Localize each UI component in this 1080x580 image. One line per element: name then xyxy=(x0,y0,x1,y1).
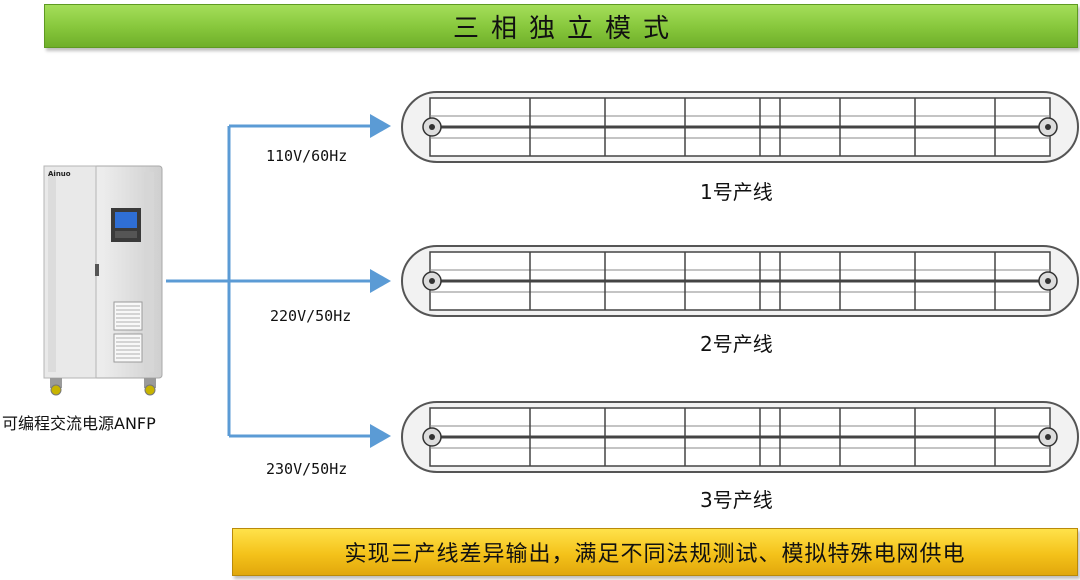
production-line-label-2: 2号产线 xyxy=(700,332,773,356)
conveyor-line-3-image xyxy=(401,401,1079,473)
power-supply-label: 可编程交流电源ANFP xyxy=(2,414,156,433)
power-cabinet-image: Ainuo xyxy=(43,165,163,396)
conveyor-line-1-image xyxy=(401,91,1079,163)
cabinet-brand-logo: Ainuo xyxy=(48,170,71,178)
bottom-banner-text: 实现三产线差异输出，满足不同法规测试、模拟特殊电网供电 xyxy=(344,542,966,567)
conveyor-line-2-image xyxy=(401,245,1079,317)
production-line-label-3: 3号产线 xyxy=(700,488,773,512)
title-banner: 三相独立模式 xyxy=(44,4,1078,48)
voltage-label-2: 220V/50Hz xyxy=(270,307,352,325)
voltage-label-1: 110V/60Hz xyxy=(266,147,348,165)
production-line-label-1: 1号产线 xyxy=(700,180,773,204)
page-title: 三相独立模式 xyxy=(452,13,681,44)
bottom-banner: 实现三产线差异输出，满足不同法规测试、模拟特殊电网供电 xyxy=(232,528,1078,576)
voltage-label-3: 230V/50Hz xyxy=(266,460,348,478)
